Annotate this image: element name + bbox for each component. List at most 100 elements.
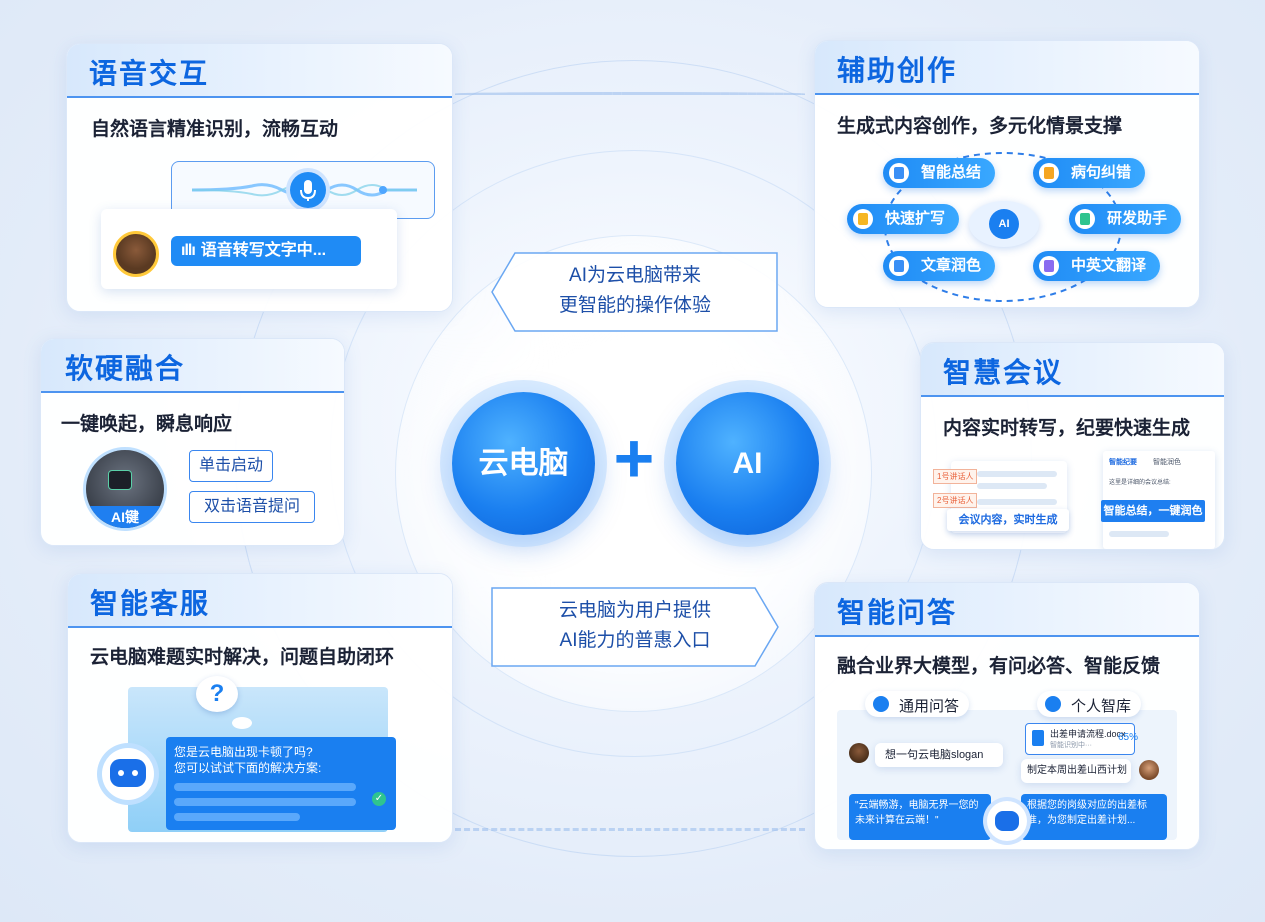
voice-card-header: 语音交互 — [67, 44, 452, 98]
creation-card-header: 辅助创作 — [815, 41, 1199, 95]
solution-bar — [174, 798, 356, 806]
tab-polish[interactable]: 智能润色 — [1153, 459, 1181, 466]
qa-card-subtitle: 融合业界大模型，有问必答、智能反馈 — [837, 656, 1161, 677]
hardware-card-subtitle: 一键唤起，瞬息响应 — [61, 414, 233, 435]
double-click-label: 双击语音提问 — [189, 491, 315, 523]
meeting-card-header: 智慧会议 — [921, 343, 1224, 397]
question-mark-icon: ? — [209, 680, 225, 707]
transcript-line — [977, 483, 1047, 489]
tab-general-qa[interactable]: 通用问答 — [865, 691, 969, 717]
hardware-card: 软硬融合 一键唤起，瞬息响应 AI键 单击启动 双击语音提问 — [40, 338, 345, 546]
feature-label: 研发助手 — [1107, 210, 1168, 227]
feature-label: 文章润色 — [921, 257, 982, 274]
feature-label: 快速扩写 — [885, 210, 946, 227]
qa-card: 智能问答 融合业界大模型，有问必答、智能反馈 通用问答 个人智库 想一句云电脑s… — [814, 582, 1200, 850]
feature-pill-grammar[interactable]: 病句纠错 — [1033, 158, 1146, 188]
feature-label: 病句纠错 — [1071, 164, 1132, 181]
slogan-bottom-outline — [491, 587, 779, 667]
thought-dot — [232, 717, 252, 729]
microphone-button[interactable] — [290, 172, 326, 208]
meeting-card: 智慧会议 内容实时转写，纪要快速生成 1号讲话人 2号讲话人 会议内容，实时生成… — [920, 342, 1225, 550]
file-progress: 65% — [1118, 732, 1139, 743]
slogan-top: AI为云电脑带来 更智能的操作体验 — [492, 253, 778, 331]
dashed-arc-bottom — [455, 828, 805, 831]
user-avatar-2 — [1139, 760, 1159, 780]
ai-logo-icon: AI — [989, 209, 1019, 239]
keyboard-key — [108, 470, 132, 490]
live-transcript-label: 会议内容，实时生成 — [947, 509, 1069, 531]
feature-pill-dev[interactable]: 研发助手 — [1069, 204, 1182, 234]
chat-icon — [873, 696, 889, 712]
polish-icon — [889, 256, 909, 276]
summary-icon — [889, 163, 909, 183]
assistant-mascot — [987, 801, 1027, 841]
file-status: 智能识别中··· — [1050, 742, 1092, 749]
audio-bars-icon: ıllı — [181, 242, 196, 259]
slogan-top-outline — [491, 252, 778, 332]
user-avatar-1 — [849, 743, 869, 763]
summary-hint: 这里是详细的会议总结: — [1109, 480, 1171, 486]
file-upload-card: 出差申请流程.docx 智能识别中··· 65% — [1025, 723, 1139, 755]
transcribe-label: 语音转写文字中... — [200, 242, 327, 259]
tab-minutes[interactable]: 智能纪要 — [1109, 459, 1137, 466]
voice-card-title: 语音交互 — [89, 58, 210, 89]
feature-pill-summary[interactable]: 智能总结 — [883, 158, 996, 188]
feature-pill-expand[interactable]: 快速扩写 — [847, 204, 960, 234]
check-icon: ✓ — [372, 792, 386, 806]
service-chat-bubble: 您是云电脑出现卡顿了吗? 您可以试试下面的解决方案: ✓ — [166, 737, 396, 830]
slogan-top-line2: 更智能的操作体验 — [558, 295, 711, 316]
tab-general-label: 通用问答 — [899, 698, 960, 715]
answer-bubble-2: 根据您的岗级对应的出差标准，为您制定出差计划... — [1021, 794, 1167, 840]
single-click-label: 单击启动 — [189, 450, 273, 482]
qa-card-header: 智能问答 — [815, 583, 1199, 637]
file-name: 出差申请流程.docx — [1050, 729, 1126, 739]
service-card-title: 智能客服 — [90, 588, 211, 619]
cloud-pc-label: 云电脑 — [478, 447, 569, 480]
transcript-line — [977, 471, 1057, 477]
mascot-icon — [995, 811, 1019, 831]
voice-transcribe-row: ıllı 语音转写文字中... — [101, 209, 397, 289]
tab-personal-label: 个人智库 — [1071, 698, 1132, 715]
robot-icon — [110, 759, 146, 787]
chat-line-2: 您可以试试下面的解决方案: — [174, 761, 322, 775]
dev-assistant-icon — [1075, 209, 1095, 229]
translate-icon — [1039, 256, 1059, 276]
slogan-bottom-line1: 云电脑为用户提供 — [558, 600, 711, 621]
document-icon — [1045, 696, 1061, 712]
feature-pill-polish[interactable]: 文章润色 — [883, 251, 996, 281]
ai-logo-center: AI — [969, 201, 1039, 247]
creation-card: 辅助创作 生成式内容创作，多元化情景支撑 AI 智能总结 病句纠错 快速扩写 研… — [814, 40, 1200, 308]
summary-button[interactable]: 智能总结，一键润色 — [1101, 500, 1205, 522]
user-message-2: 制定本周出差山西计划 — [1021, 759, 1131, 783]
chat-line-1: 您是云电脑出现卡顿了吗? — [174, 745, 313, 759]
feature-pill-translate[interactable]: 中英文翻译 — [1033, 251, 1161, 281]
slogan-top-line1: AI为云电脑带来 — [569, 265, 701, 286]
hardware-card-header: 软硬融合 — [41, 339, 344, 393]
tab-personal-kb[interactable]: 个人智库 — [1037, 691, 1141, 717]
speaker1-tag: 1号讲话人 — [933, 469, 978, 484]
slogan-bottom-line2: AI能力的普惠入口 — [559, 630, 711, 651]
transcript-line — [977, 499, 1057, 505]
creation-card-title: 辅助创作 — [837, 55, 958, 86]
minutes-line — [1109, 531, 1169, 537]
avatar — [113, 231, 159, 277]
creation-card-subtitle: 生成式内容创作，多元化情景支撑 — [837, 116, 1123, 137]
service-card-subtitle: 云电脑难题实时解决，问题自助闭环 — [90, 647, 395, 668]
robot-avatar — [102, 748, 154, 800]
service-card-header: 智能客服 — [68, 574, 452, 628]
ai-label: AI — [732, 447, 763, 480]
dashed-arc-top — [455, 92, 805, 95]
ai-circle: AI — [676, 392, 819, 535]
feature-label: 中英文翻译 — [1071, 257, 1147, 274]
feature-label: 智能总结 — [921, 164, 982, 181]
file-icon — [1032, 730, 1044, 746]
hardware-card-title: 软硬融合 — [65, 353, 186, 384]
meeting-card-subtitle: 内容实时转写，纪要快速生成 — [943, 418, 1191, 439]
ai-key-label: AI键 — [86, 506, 164, 528]
answer-bubble-1: "云端畅游，电脑无界一您的未来计算在云端！" — [849, 794, 991, 840]
qa-card-title: 智能问答 — [837, 597, 958, 628]
ai-key-image: AI键 — [83, 447, 167, 531]
solution-bar — [174, 783, 356, 791]
meeting-card-title: 智慧会议 — [943, 357, 1064, 388]
